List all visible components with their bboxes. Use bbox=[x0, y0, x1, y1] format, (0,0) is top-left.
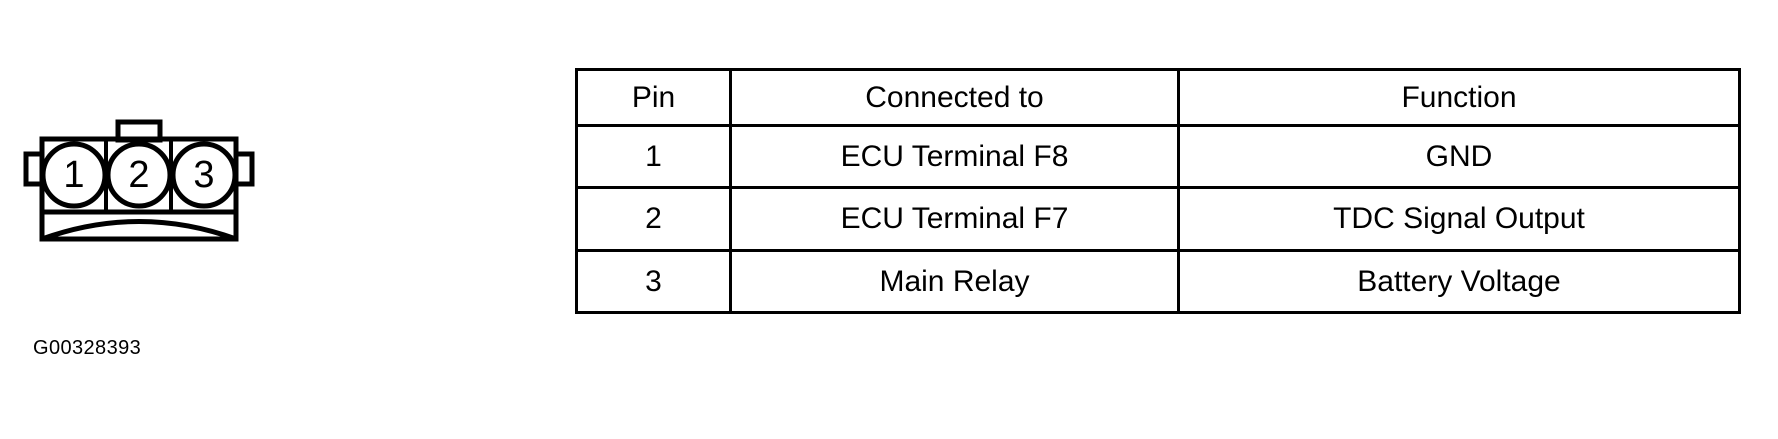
cell-connected-to: Main Relay bbox=[729, 248, 1180, 315]
pin-label-2: 2 bbox=[128, 154, 149, 196]
column-header-connected-to: Connected to bbox=[729, 68, 1180, 127]
cell-function: TDC Signal Output bbox=[1177, 186, 1741, 252]
table-row: 3 Main Relay Battery Voltage bbox=[575, 248, 1741, 315]
pin-label-1: 1 bbox=[63, 154, 84, 196]
table-row: 2 ECU Terminal F7 TDC Signal Output bbox=[575, 186, 1741, 252]
connector-outline-svg: 1 2 3 bbox=[23, 119, 255, 242]
cell-connected-to: ECU Terminal F7 bbox=[729, 186, 1180, 252]
column-header-function: Function bbox=[1177, 68, 1741, 127]
connector-diagram: 1 2 3 bbox=[20, 118, 270, 243]
cell-pin: 1 bbox=[575, 123, 732, 190]
cell-pin: 2 bbox=[575, 186, 732, 252]
cell-function: Battery Voltage bbox=[1177, 248, 1741, 315]
pinout-table-container: Pin Connected to Function 1 ECU Terminal… bbox=[575, 68, 1741, 315]
table-row: 1 ECU Terminal F8 GND bbox=[575, 123, 1741, 190]
pin-cavity-2 bbox=[105, 141, 173, 209]
cell-pin: 3 bbox=[575, 248, 732, 315]
table-header-row: Pin Connected to Function bbox=[575, 68, 1741, 127]
column-header-pin: Pin bbox=[575, 68, 732, 127]
cell-connected-to: ECU Terminal F8 bbox=[729, 123, 1180, 190]
cell-function: GND bbox=[1177, 123, 1741, 190]
pin-cavity-3 bbox=[170, 141, 238, 209]
figure-caption: G00328393 bbox=[33, 337, 142, 359]
connector-skirt-curve bbox=[41, 219, 237, 242]
pinout-table: Pin Connected to Function 1 ECU Terminal… bbox=[575, 68, 1741, 315]
pin-label-3: 3 bbox=[193, 154, 214, 196]
connector-bottom-skirt bbox=[39, 212, 239, 242]
pin-cavity-1 bbox=[40, 141, 108, 209]
